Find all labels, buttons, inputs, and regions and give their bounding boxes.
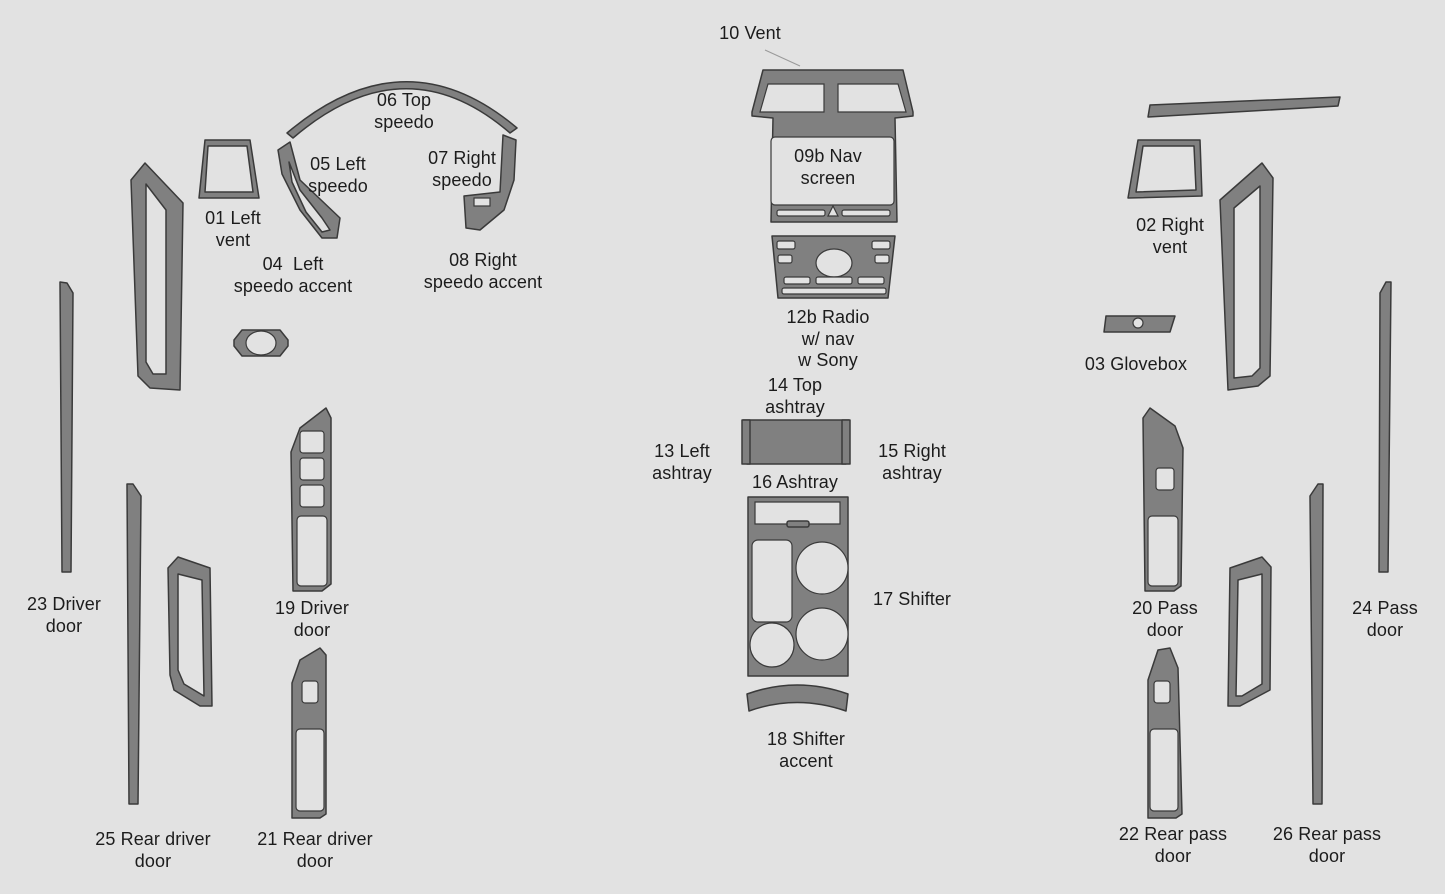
label-12b-radio: 12b Radio w/ nav w Sony [786, 307, 870, 370]
label-13-left-ashtray: 13 Left ashtray [652, 441, 712, 483]
part-17-tray [751, 539, 793, 623]
label-26-rear-pass-door: 26 Rear pass door [1272, 824, 1382, 866]
part-12b-button-4 [874, 254, 890, 264]
part-ashtray-side-left [741, 419, 751, 465]
part-18-shifter-accent [746, 684, 849, 712]
label-20-pass-door: 20 Pass door [1132, 598, 1198, 640]
part-speedo-switch-hole [245, 330, 277, 356]
label-07-right-speedo: 07 Right speedo [428, 148, 496, 190]
part-09b-button-left [776, 209, 826, 217]
part-10-opening-left [759, 83, 825, 113]
part-ashtray-side-right [841, 419, 851, 465]
label-22-rear-pass-door: 22 Rear pass door [1118, 824, 1228, 866]
part-09b-button-right [841, 209, 891, 217]
part-20-panel [1147, 515, 1179, 587]
label-18-shifter-accent: 18 Shifter accent [766, 729, 846, 771]
part-09b-nav-screen-opening [770, 136, 895, 206]
part-17-cupholder-3 [749, 622, 795, 668]
label-03-glovebox: 03 Glovebox [1084, 354, 1188, 374]
label-09b-nav-screen: 09b Nav screen [794, 146, 862, 188]
part-22-switch [1153, 680, 1171, 704]
label-10-vent: 10 Vent [719, 23, 781, 43]
label-19-driver-door: 19 Driver door [275, 598, 349, 640]
part-24-pass-door [1378, 281, 1392, 573]
part-25-rear-driver-door [126, 483, 142, 805]
part-20-switch [1155, 467, 1175, 491]
part-12b-button-3 [777, 254, 793, 264]
part-16-ashtray-bin [754, 501, 841, 525]
label-02-right-vent: 02 Right vent [1136, 215, 1204, 257]
part-19-switch-3 [299, 484, 325, 508]
part-12b-button-row-2 [815, 276, 853, 285]
part-17-cupholder-2 [795, 607, 849, 661]
label-24-pass-door: 24 Pass door [1352, 598, 1418, 640]
part-12b-knob [815, 248, 853, 278]
part-21-panel [295, 728, 325, 812]
label-04-left-speedo-accent: 04 Left speedo accent [233, 254, 353, 296]
part-26-rear-pass-door [1309, 483, 1324, 805]
part-19-switch-2 [299, 457, 325, 481]
part-10-opening-right [837, 83, 907, 113]
part-02-right-vent [1127, 139, 1203, 199]
part-03-glovebox-hole [1132, 317, 1144, 329]
part-12b-button-row-4 [781, 287, 887, 295]
part-rear-driver-pull [167, 556, 213, 707]
label-08-right-speedo-accent: 08 Right speedo accent [423, 250, 543, 292]
label-15-right-ashtray: 15 Right ashtray [878, 441, 946, 483]
part-12b-button-row-3 [857, 276, 885, 285]
label-05-left-speedo: 05 Left speedo [308, 154, 368, 196]
label-01-left-vent: 01 Left vent [205, 208, 261, 250]
part-09b-hazard [827, 204, 839, 217]
left-dash-trim-part [130, 162, 184, 391]
part-12b-button-1 [776, 240, 796, 250]
part-07-cutout [473, 197, 491, 207]
part-01-left-vent [198, 139, 260, 199]
part-14-top-ashtray [742, 419, 850, 465]
label-21-rear-driver-door: 21 Rear driver door [257, 829, 373, 871]
part-12b-button-row-1 [783, 276, 811, 285]
part-06-top-speedo [286, 81, 518, 139]
label-16-ashtray: 16 Ashtray [751, 472, 839, 492]
part-17-cupholder-1 [795, 541, 849, 595]
label-17-shifter: 17 Shifter [872, 589, 952, 609]
part-21-switch [301, 680, 319, 704]
vent-leader-line [764, 49, 801, 67]
part-22-panel [1149, 728, 1179, 812]
part-23-driver-door [59, 281, 74, 573]
right-dash-trim-part [1219, 162, 1274, 391]
part-19-panel [296, 515, 328, 587]
part-top-dash-strip [1147, 96, 1341, 118]
part-19-switch-1 [299, 430, 325, 454]
part-16-latch [786, 520, 810, 528]
label-23-driver-door: 23 Driver door [27, 594, 101, 636]
label-14-top-ashtray: 14 Top ashtray [765, 375, 825, 417]
label-06-top-speedo: 06 Top speedo [374, 90, 434, 132]
part-12b-button-2 [871, 240, 891, 250]
part-rear-pass-pull [1227, 556, 1272, 707]
part-05-left-speedo [277, 141, 341, 239]
label-25-rear-driver-door: 25 Rear driver door [95, 829, 211, 871]
